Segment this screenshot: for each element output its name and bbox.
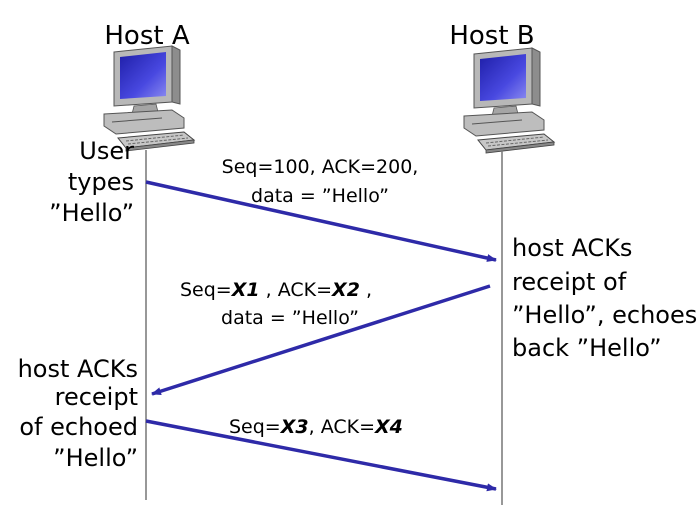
- message-3-label: Seq=X3, ACK=X4: [229, 416, 403, 438]
- seq-prefix: Seq=: [229, 416, 281, 438]
- x1-variable: X1: [231, 279, 260, 301]
- message-arrow-2: [151, 284, 491, 396]
- annotation-line: types: [68, 168, 134, 196]
- annotation-line: host ACKs: [18, 355, 138, 383]
- seq-prefix: Seq=: [180, 279, 232, 301]
- host-b-ack-annotation: host ACKs receipt of ”Hello”, echoes bac…: [512, 234, 697, 362]
- x4-variable: X4: [374, 416, 403, 438]
- host-b-label: Host B: [449, 21, 534, 51]
- annotation-line: back ”Hello”: [512, 334, 662, 362]
- x3-variable: X3: [280, 416, 309, 438]
- message-text: Seq=100, ACK=200,: [222, 156, 419, 178]
- annotation-line: ”Hello”: [49, 199, 134, 227]
- host-a-label: Host A: [104, 21, 189, 51]
- annotation-line: host ACKs: [512, 234, 632, 262]
- message-tail: ,: [360, 279, 372, 301]
- user-types-annotation: User types ”Hello”: [49, 137, 134, 227]
- message-arrow-3: [145, 419, 497, 492]
- x2-variable: X2: [331, 279, 360, 301]
- message-text: data = ”Hello”: [221, 307, 359, 329]
- message-text: Seq=X3, ACK=X4: [229, 416, 403, 438]
- message-2-label: Seq=X1 , ACK=X2 , data = ”Hello”: [180, 279, 372, 329]
- message-arrow-1: [145, 180, 497, 262]
- annotation-line: receipt: [55, 383, 138, 411]
- desktop-computer-icon: [463, 47, 555, 154]
- annotation-line: of echoed: [19, 413, 138, 441]
- desktop-computer-icon: [103, 45, 195, 152]
- message-1-label: Seq=100, ACK=200, data = ”Hello”: [222, 156, 419, 207]
- annotation-line: ”Hello”: [53, 444, 138, 472]
- annotation-line: ”Hello”, echoes: [512, 301, 697, 329]
- message-text: data = ”Hello”: [251, 185, 389, 207]
- annotation-line: receipt of: [512, 268, 627, 296]
- host-a-ack-annotation: host ACKs receipt of echoed ”Hello”: [18, 355, 138, 472]
- message-text: Seq=X1 , ACK=X2 ,: [180, 279, 372, 301]
- ack-prefix: , ACK=: [260, 279, 332, 301]
- ack-prefix: , ACK=: [309, 416, 375, 438]
- annotation-line: User: [79, 137, 134, 165]
